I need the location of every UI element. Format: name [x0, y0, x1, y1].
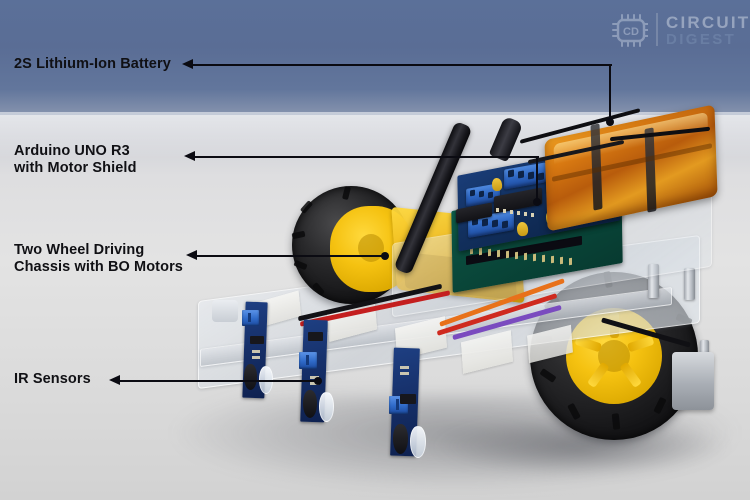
terminal-screw-hole [479, 190, 484, 198]
callout-arrowhead-chassis [186, 250, 197, 260]
callout-dot-battery [606, 118, 614, 126]
arduino-header-pin [533, 253, 536, 262]
callout-dot-arduino [533, 198, 541, 206]
ir-potentiometer-slot [248, 313, 251, 322]
callout-label-chassis: Two Wheel Driving Chassis with BO Motors [14, 242, 183, 275]
arduino-header-pin [551, 255, 554, 264]
chassis-standoff [684, 268, 695, 300]
ir-potentiometer-slot [306, 355, 309, 365]
callout-label-ir-sensors: IR Sensors [14, 371, 91, 387]
callout-leader-arduino-vertical [536, 156, 538, 202]
terminal-screw-hole [488, 191, 493, 199]
ir-comparator-ic [250, 336, 264, 344]
ir-receiver-led [319, 392, 334, 422]
terminal-screw-hole [482, 218, 488, 227]
microchip-icon-text: CD [623, 26, 639, 38]
circuit-digest-logo: CD CIRCUIT DIGEST [608, 8, 748, 52]
logo-text-primary: CIRCUIT [666, 13, 750, 32]
ic-pin [503, 209, 506, 213]
callout-leader-battery-vertical [609, 64, 611, 122]
ir-emitter-led [393, 424, 408, 454]
arduino-header-pin [569, 257, 572, 266]
callout-leader-ir-sensors [117, 380, 320, 382]
ir-emitter-led [244, 364, 257, 390]
callout-label-arduino: Arduino UNO R3 with Motor Shield [14, 143, 137, 176]
arduino-header-pin [479, 247, 482, 256]
arduino-header-pin [488, 248, 491, 257]
ir-smd-resistor [252, 350, 260, 353]
ir-potentiometer-slot [396, 399, 399, 410]
callout-leader-chassis [194, 255, 387, 257]
callout-label-battery: 2S Lithium-Ion Battery [14, 56, 171, 72]
callout-arrowhead-ir-sensors [109, 375, 120, 385]
arduino-header-pin [542, 254, 545, 263]
rear-caster-motor [672, 352, 714, 410]
callout-dot-chassis [381, 252, 389, 260]
front-wheel-hub-center [358, 234, 384, 262]
terminal-screw-hole [502, 220, 508, 229]
ic-pin [517, 211, 520, 215]
ic-pin [496, 208, 499, 212]
terminal-screw-hole [492, 219, 498, 228]
callout-arrowhead-battery [182, 59, 193, 69]
background-upper-band [0, 0, 750, 124]
terminal-screw-hole [470, 189, 475, 197]
callout-leader-arduino [192, 156, 539, 158]
ir-smd-resistor [400, 372, 409, 375]
ir-emitter-led [303, 390, 317, 418]
arduino-header-pin [560, 256, 563, 265]
chassis-standoff [648, 264, 659, 298]
terminal-screw-hole [538, 172, 544, 181]
logo-text-secondary: DIGEST [666, 31, 737, 48]
ic-pin [524, 212, 527, 216]
ir-comparator-ic [400, 394, 416, 404]
front-caster [212, 300, 238, 322]
arduino-header-pin [524, 252, 527, 261]
ir-smd-resistor [252, 356, 260, 359]
callout-arrowhead-arduino [184, 151, 195, 161]
ir-receiver-led [410, 426, 426, 458]
arduino-header-pin [497, 249, 500, 258]
arduino-header-pin [506, 250, 509, 259]
terminal-screw-hole [528, 171, 534, 180]
arduino-header-pin [515, 251, 518, 260]
microchip-icon: CD [612, 14, 648, 47]
terminal-screw-hole [518, 170, 524, 179]
ir-smd-resistor [400, 366, 409, 369]
callout-dot-ir-sensors [314, 377, 322, 385]
ir-comparator-ic [308, 332, 323, 341]
terminal-screw-hole [508, 169, 514, 178]
ic-pin [531, 213, 534, 217]
logo-divider [656, 13, 658, 46]
ic-pin [510, 210, 513, 214]
callout-leader-battery [190, 64, 612, 66]
